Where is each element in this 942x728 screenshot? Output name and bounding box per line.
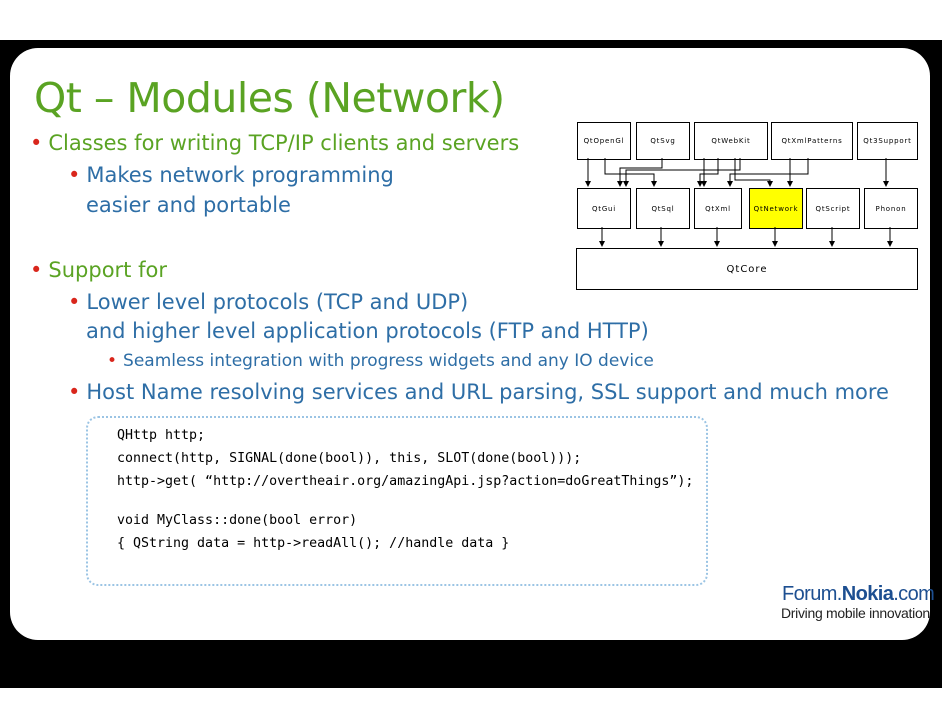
module-qtopengl: QtOpenGl	[577, 122, 631, 160]
sub-bullet-protocols-continuation: and higher level application protocols (…	[86, 319, 649, 343]
forum-nokia-logo: Forum.Nokia.com	[782, 583, 935, 606]
bullet-text: Support for	[48, 258, 167, 282]
bullet-text: Lower level protocols (TCP and UDP)	[86, 290, 469, 314]
bullet-text: Seamless integration with progress widge…	[123, 351, 654, 371]
module-qtsvg: QtSvg	[636, 122, 690, 160]
sub-bullet-protocols: •Lower level protocols (TCP and UDP)	[68, 290, 469, 314]
sub-bullet-network-programming: •Makes network programming	[68, 163, 394, 187]
logo-com: .com	[893, 583, 935, 605]
module-phonon: Phonon	[864, 188, 918, 229]
bullet-text: Classes for writing TCP/IP clients and s…	[48, 131, 520, 155]
bullet-support-for: •Support for	[30, 258, 167, 282]
code-line: connect(http, SIGNAL(done(bool)), this, …	[117, 451, 582, 466]
sub-sub-bullet-integration: •Seamless integration with progress widg…	[107, 351, 654, 371]
code-box	[86, 416, 708, 586]
sub-bullet-continuation: easier and portable	[86, 193, 291, 217]
module-qtnetwork: QtNetwork	[749, 188, 803, 229]
slide-title: Qt – Modules (Network)	[34, 74, 505, 122]
code-line: http->get( “http://overtheair.org/amazin…	[117, 474, 694, 489]
bullet-text: Host Name resolving services and URL par…	[86, 380, 889, 404]
module-qtscript: QtScript	[806, 188, 860, 229]
code-line: QHttp http;	[117, 428, 206, 443]
module-qtxml: QtXml	[694, 188, 742, 229]
module-qt3support: Qt3Support	[857, 122, 918, 160]
module-qtsql: QtSql	[636, 188, 690, 229]
code-line: { QString data = http->readAll(); //hand…	[117, 536, 510, 551]
sub-bullet-host-name: •Host Name resolving services and URL pa…	[68, 380, 889, 404]
logo-nokia: Nokia	[841, 583, 894, 605]
logo-tagline: Driving mobile innovation	[781, 605, 930, 621]
code-line: void MyClass::done(bool error)	[117, 513, 358, 528]
module-qtwebkit: QtWebKit	[694, 122, 768, 160]
bullet-text: Makes network programming	[86, 163, 394, 187]
module-qtcore: QtCore	[576, 248, 918, 290]
logo-forum: Forum.	[782, 583, 842, 605]
module-qtxmlpatterns: QtXmlPatterns	[771, 122, 853, 160]
module-qtgui: QtGui	[577, 188, 631, 229]
bullet-classes: •Classes for writing TCP/IP clients and …	[30, 131, 520, 155]
